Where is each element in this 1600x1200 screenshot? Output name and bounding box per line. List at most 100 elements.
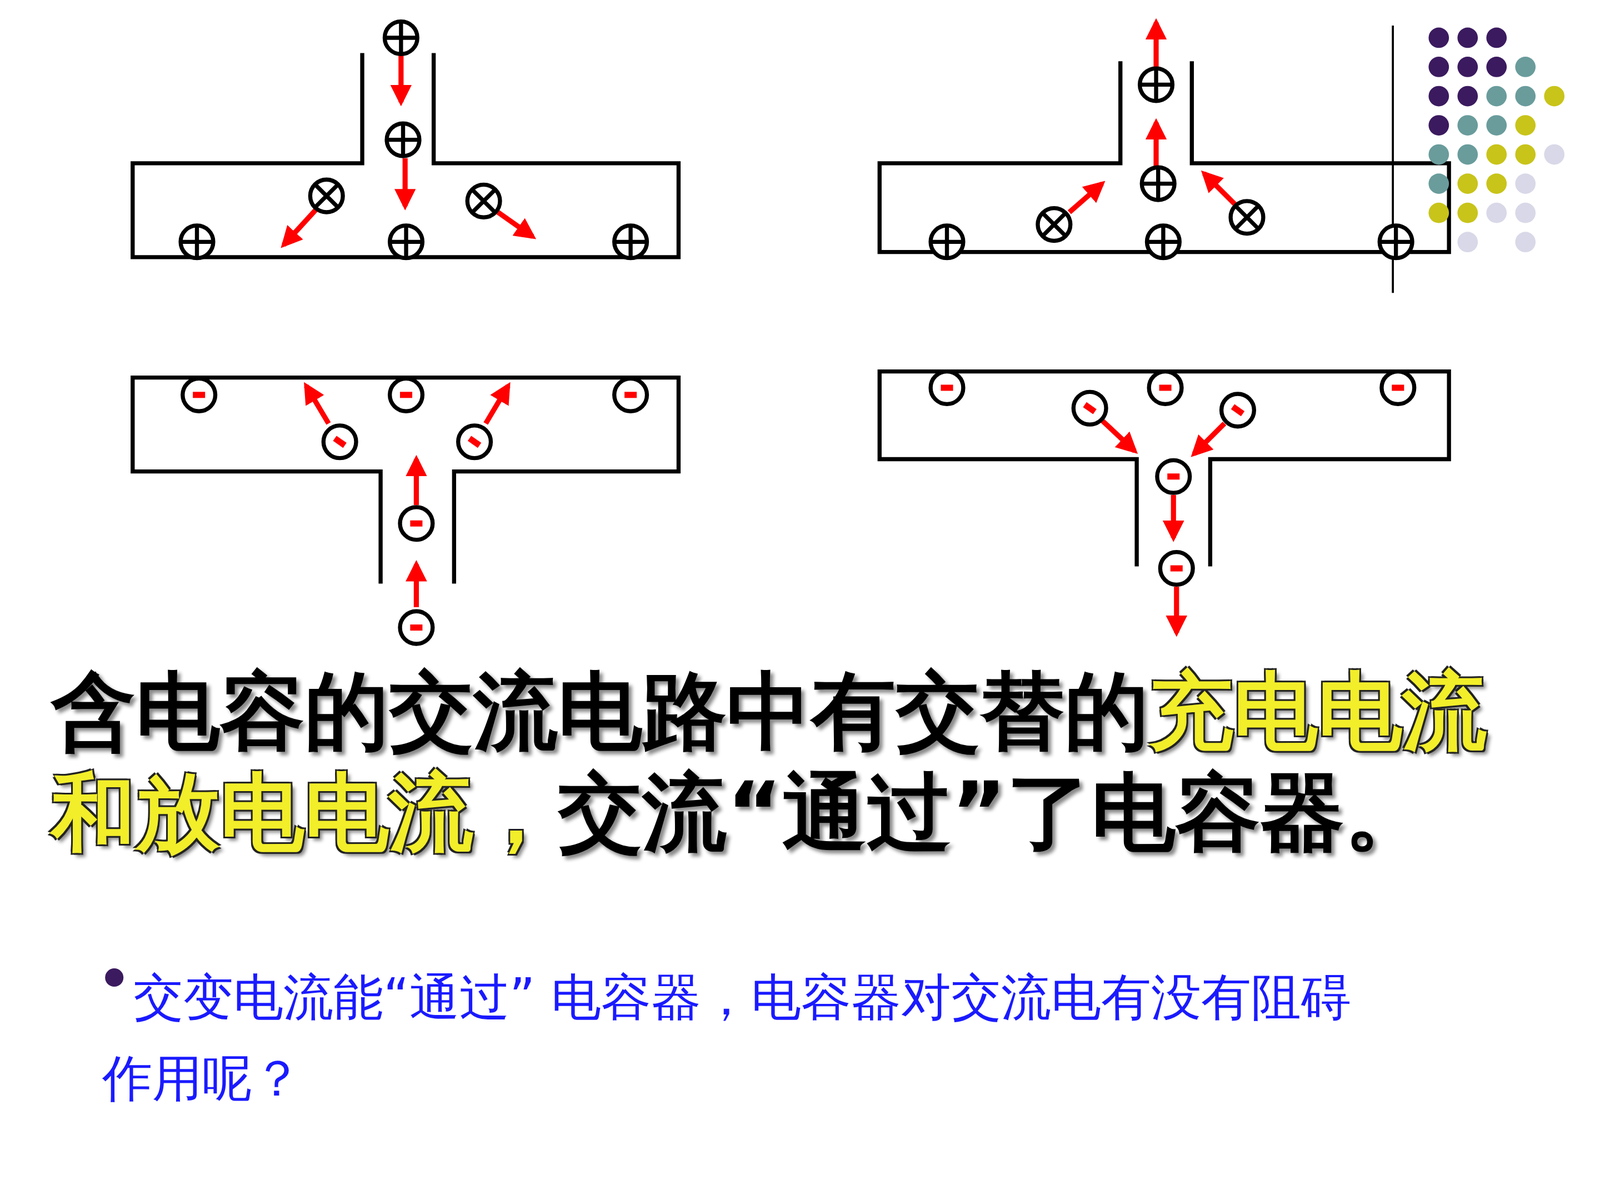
minus-mark (1167, 473, 1180, 480)
plus-mark (303, 172, 350, 219)
positive-charge (1379, 225, 1413, 259)
charges (180, 21, 1415, 644)
minus-mark (940, 384, 953, 391)
negative-charge (458, 425, 492, 459)
question-text: 交变电流能“通过” 电容器，电容器对交流电有没有阻碍作用呢？ (102, 967, 1352, 1108)
motion-arrow (413, 564, 419, 608)
motion-arrow (1069, 183, 1103, 213)
plus-mark (460, 177, 507, 224)
positive-charge-moving (1223, 194, 1270, 241)
deco-dot (1428, 144, 1449, 165)
motion-arrow (1171, 495, 1177, 538)
plus-mark (1140, 68, 1173, 102)
minus-mark (192, 391, 205, 398)
positive-charge (1141, 167, 1175, 200)
charge-ring (384, 21, 418, 55)
deco-dot (1486, 173, 1507, 194)
plus-mark (390, 225, 423, 259)
negative-charge (1148, 371, 1182, 405)
charge-ring (390, 225, 423, 259)
minus-mark (1159, 384, 1172, 391)
deco-dot (1457, 56, 1478, 78)
statement-text: 含电容的交流电路中有交替的 (51, 662, 1149, 761)
plus-mark (1379, 225, 1413, 259)
deco-dot (1428, 27, 1449, 49)
negative-charge (182, 378, 216, 412)
negative-charge (1381, 371, 1415, 405)
minus-mark (410, 624, 423, 631)
deco-dot (1515, 202, 1536, 224)
deco-dot (1515, 144, 1536, 165)
motion-arrow (402, 158, 408, 207)
motion-arrow (485, 385, 508, 424)
motion-arrow (1153, 122, 1159, 168)
dot-grid (1428, 27, 1565, 253)
charge-ring (1379, 225, 1413, 259)
positive-charge (180, 225, 214, 259)
charge-ring (180, 225, 214, 259)
charge-ring (1157, 460, 1190, 493)
negative-charge (1157, 460, 1190, 493)
charge-ring (1148, 371, 1182, 405)
negative-charge (614, 378, 648, 412)
deco-dot (1543, 144, 1565, 165)
negative-charge (1160, 552, 1193, 585)
bullet-dot (105, 968, 124, 987)
deco-dot (1457, 86, 1478, 107)
charge-ring (1221, 393, 1255, 427)
plus-mark (1141, 167, 1175, 200)
positive-charge (1146, 225, 1180, 259)
motion-arrow (1203, 173, 1235, 204)
plus-mark (1146, 225, 1180, 259)
motion-arrow (497, 212, 533, 237)
deco-dot (1428, 56, 1449, 78)
deco-dot (1515, 173, 1536, 194)
deco-dot (1486, 86, 1507, 107)
deco-dot (1457, 173, 1478, 194)
arrows (283, 22, 1235, 633)
charge-ring (1073, 391, 1107, 425)
deco-dot (1428, 86, 1449, 107)
minus-mark (624, 391, 637, 398)
motion-arrow (1102, 420, 1135, 452)
charge-ring (930, 225, 964, 259)
charge-ring (1140, 68, 1173, 102)
negative-charge (323, 425, 357, 459)
charge-ring (386, 123, 420, 157)
deco-dot (1515, 56, 1536, 78)
minus-mark (1231, 404, 1245, 417)
minus-mark (400, 391, 413, 398)
deco-dot (1515, 115, 1536, 136)
charge-ring (930, 371, 964, 405)
positive-charge-moving (1031, 201, 1078, 248)
deco-dot (1515, 86, 1536, 107)
plate-outline (879, 371, 1449, 567)
deco-dot (1486, 56, 1507, 78)
capacitor-plates (132, 53, 1449, 584)
charge-ring (1160, 552, 1193, 585)
motion-arrow (283, 209, 317, 245)
minus-mark (410, 520, 423, 527)
plus-mark (930, 225, 964, 259)
deco-dot (1486, 115, 1507, 136)
positive-charge-moving (460, 177, 507, 224)
minus-mark (1082, 402, 1097, 415)
motion-arrow (398, 51, 404, 103)
charge-ring (1381, 371, 1415, 405)
deco-dot (1457, 27, 1478, 49)
statement: 含电容的交流电路中有交替的充电电流和放电电流，交流“通过”了电容器。 (51, 661, 1507, 864)
charge-ring (1146, 225, 1180, 259)
question: 交变电流能“通过” 电容器，电容器对交流电有没有阻碍作用呢？ (102, 956, 1397, 1119)
deco-dot (1457, 115, 1478, 136)
plus-mark (1223, 194, 1270, 241)
plate-outline (132, 377, 679, 584)
minus-mark (332, 435, 347, 448)
minus-mark (1170, 565, 1183, 572)
charge-ring (1141, 167, 1175, 200)
plus-mark (386, 123, 420, 157)
charge-ring (323, 425, 357, 459)
charge-ring (614, 225, 648, 259)
motion-arrow (1193, 423, 1225, 454)
deco-dot (1457, 202, 1478, 224)
charge-ring (614, 378, 648, 412)
